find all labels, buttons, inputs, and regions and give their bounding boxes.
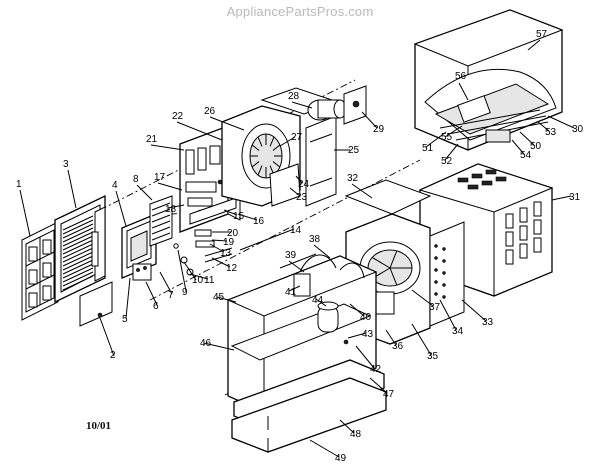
callout-10: 10 <box>192 275 204 286</box>
callout-39: 39 <box>285 250 297 261</box>
part-front-grille <box>21 221 59 321</box>
callout-4: 4 <box>112 180 118 191</box>
callout-34: 34 <box>452 326 464 337</box>
callout-23: 23 <box>296 192 308 203</box>
callout-41: 41 <box>285 287 297 298</box>
part-front-cover <box>54 194 106 304</box>
callout-32: 32 <box>347 173 359 184</box>
callout-52: 52 <box>441 156 453 167</box>
callout-12: 12 <box>226 263 238 274</box>
callout-37: 37 <box>429 302 441 313</box>
callout-48: 48 <box>350 429 362 440</box>
callout-54: 54 <box>520 150 532 161</box>
callout-50: 50 <box>530 141 542 152</box>
callout-46: 46 <box>200 338 212 349</box>
callout-3: 3 <box>63 159 69 170</box>
callout-5: 5 <box>122 314 128 325</box>
callout-21: 21 <box>146 134 158 145</box>
callout-33: 33 <box>482 317 494 328</box>
callout-57: 57 <box>536 29 548 40</box>
leader-lines <box>19 39 575 458</box>
callout-36: 36 <box>392 341 404 352</box>
callout-49: 49 <box>335 453 347 464</box>
callout-26: 26 <box>204 106 216 117</box>
callout-9: 9 <box>182 287 188 298</box>
part-blower-assembly <box>221 85 367 207</box>
callout-28: 28 <box>288 91 300 102</box>
callout-14: 14 <box>290 225 302 236</box>
callout-42: 42 <box>370 364 382 375</box>
callout-24: 24 <box>298 179 310 190</box>
part-control-frame <box>121 213 157 281</box>
callout-18: 18 <box>165 204 177 215</box>
callout-25: 25 <box>348 145 360 156</box>
callout-56: 56 <box>455 71 467 82</box>
part-control-switches <box>149 195 233 276</box>
callout-53: 53 <box>545 127 557 138</box>
callout-29: 29 <box>373 124 385 135</box>
callout-27: 27 <box>291 132 303 143</box>
callout-30: 30 <box>572 124 584 135</box>
callout-35: 35 <box>427 351 439 362</box>
callout-22: 22 <box>172 111 184 122</box>
callout-2: 2 <box>110 350 116 361</box>
callout-8: 8 <box>133 174 139 185</box>
callout-43: 43 <box>362 329 374 340</box>
revision-stamp: 10/01 <box>86 420 112 432</box>
callout-16: 16 <box>253 216 265 227</box>
callout-15: 15 <box>233 211 245 222</box>
callout-1: 1 <box>16 179 22 190</box>
callout-11: 11 <box>204 275 215 286</box>
callout-55: 55 <box>441 132 453 143</box>
part-filter-door <box>79 281 113 327</box>
callout-17: 17 <box>154 172 166 183</box>
callout-38: 38 <box>309 234 321 245</box>
callout-20: 20 <box>227 228 239 239</box>
part-top-cabinet <box>413 9 564 151</box>
callout-47: 47 <box>383 389 395 400</box>
callout-6: 6 <box>153 301 159 312</box>
callout-31: 31 <box>569 192 581 203</box>
callout-45: 45 <box>213 292 225 303</box>
part-base-trays <box>231 359 387 453</box>
callout-7: 7 <box>168 290 174 301</box>
callout-40: 40 <box>360 312 372 323</box>
callout-44: 44 <box>312 295 324 306</box>
watermark: AppliancePartsPros.com <box>226 4 374 19</box>
callout-13: 13 <box>220 248 232 259</box>
callout-51: 51 <box>422 143 434 154</box>
callout-19: 19 <box>223 237 235 248</box>
callout-labels: 1 2 3 4 5 6 7 8 9 10 11 12 13 14 15 16 1… <box>16 29 584 464</box>
